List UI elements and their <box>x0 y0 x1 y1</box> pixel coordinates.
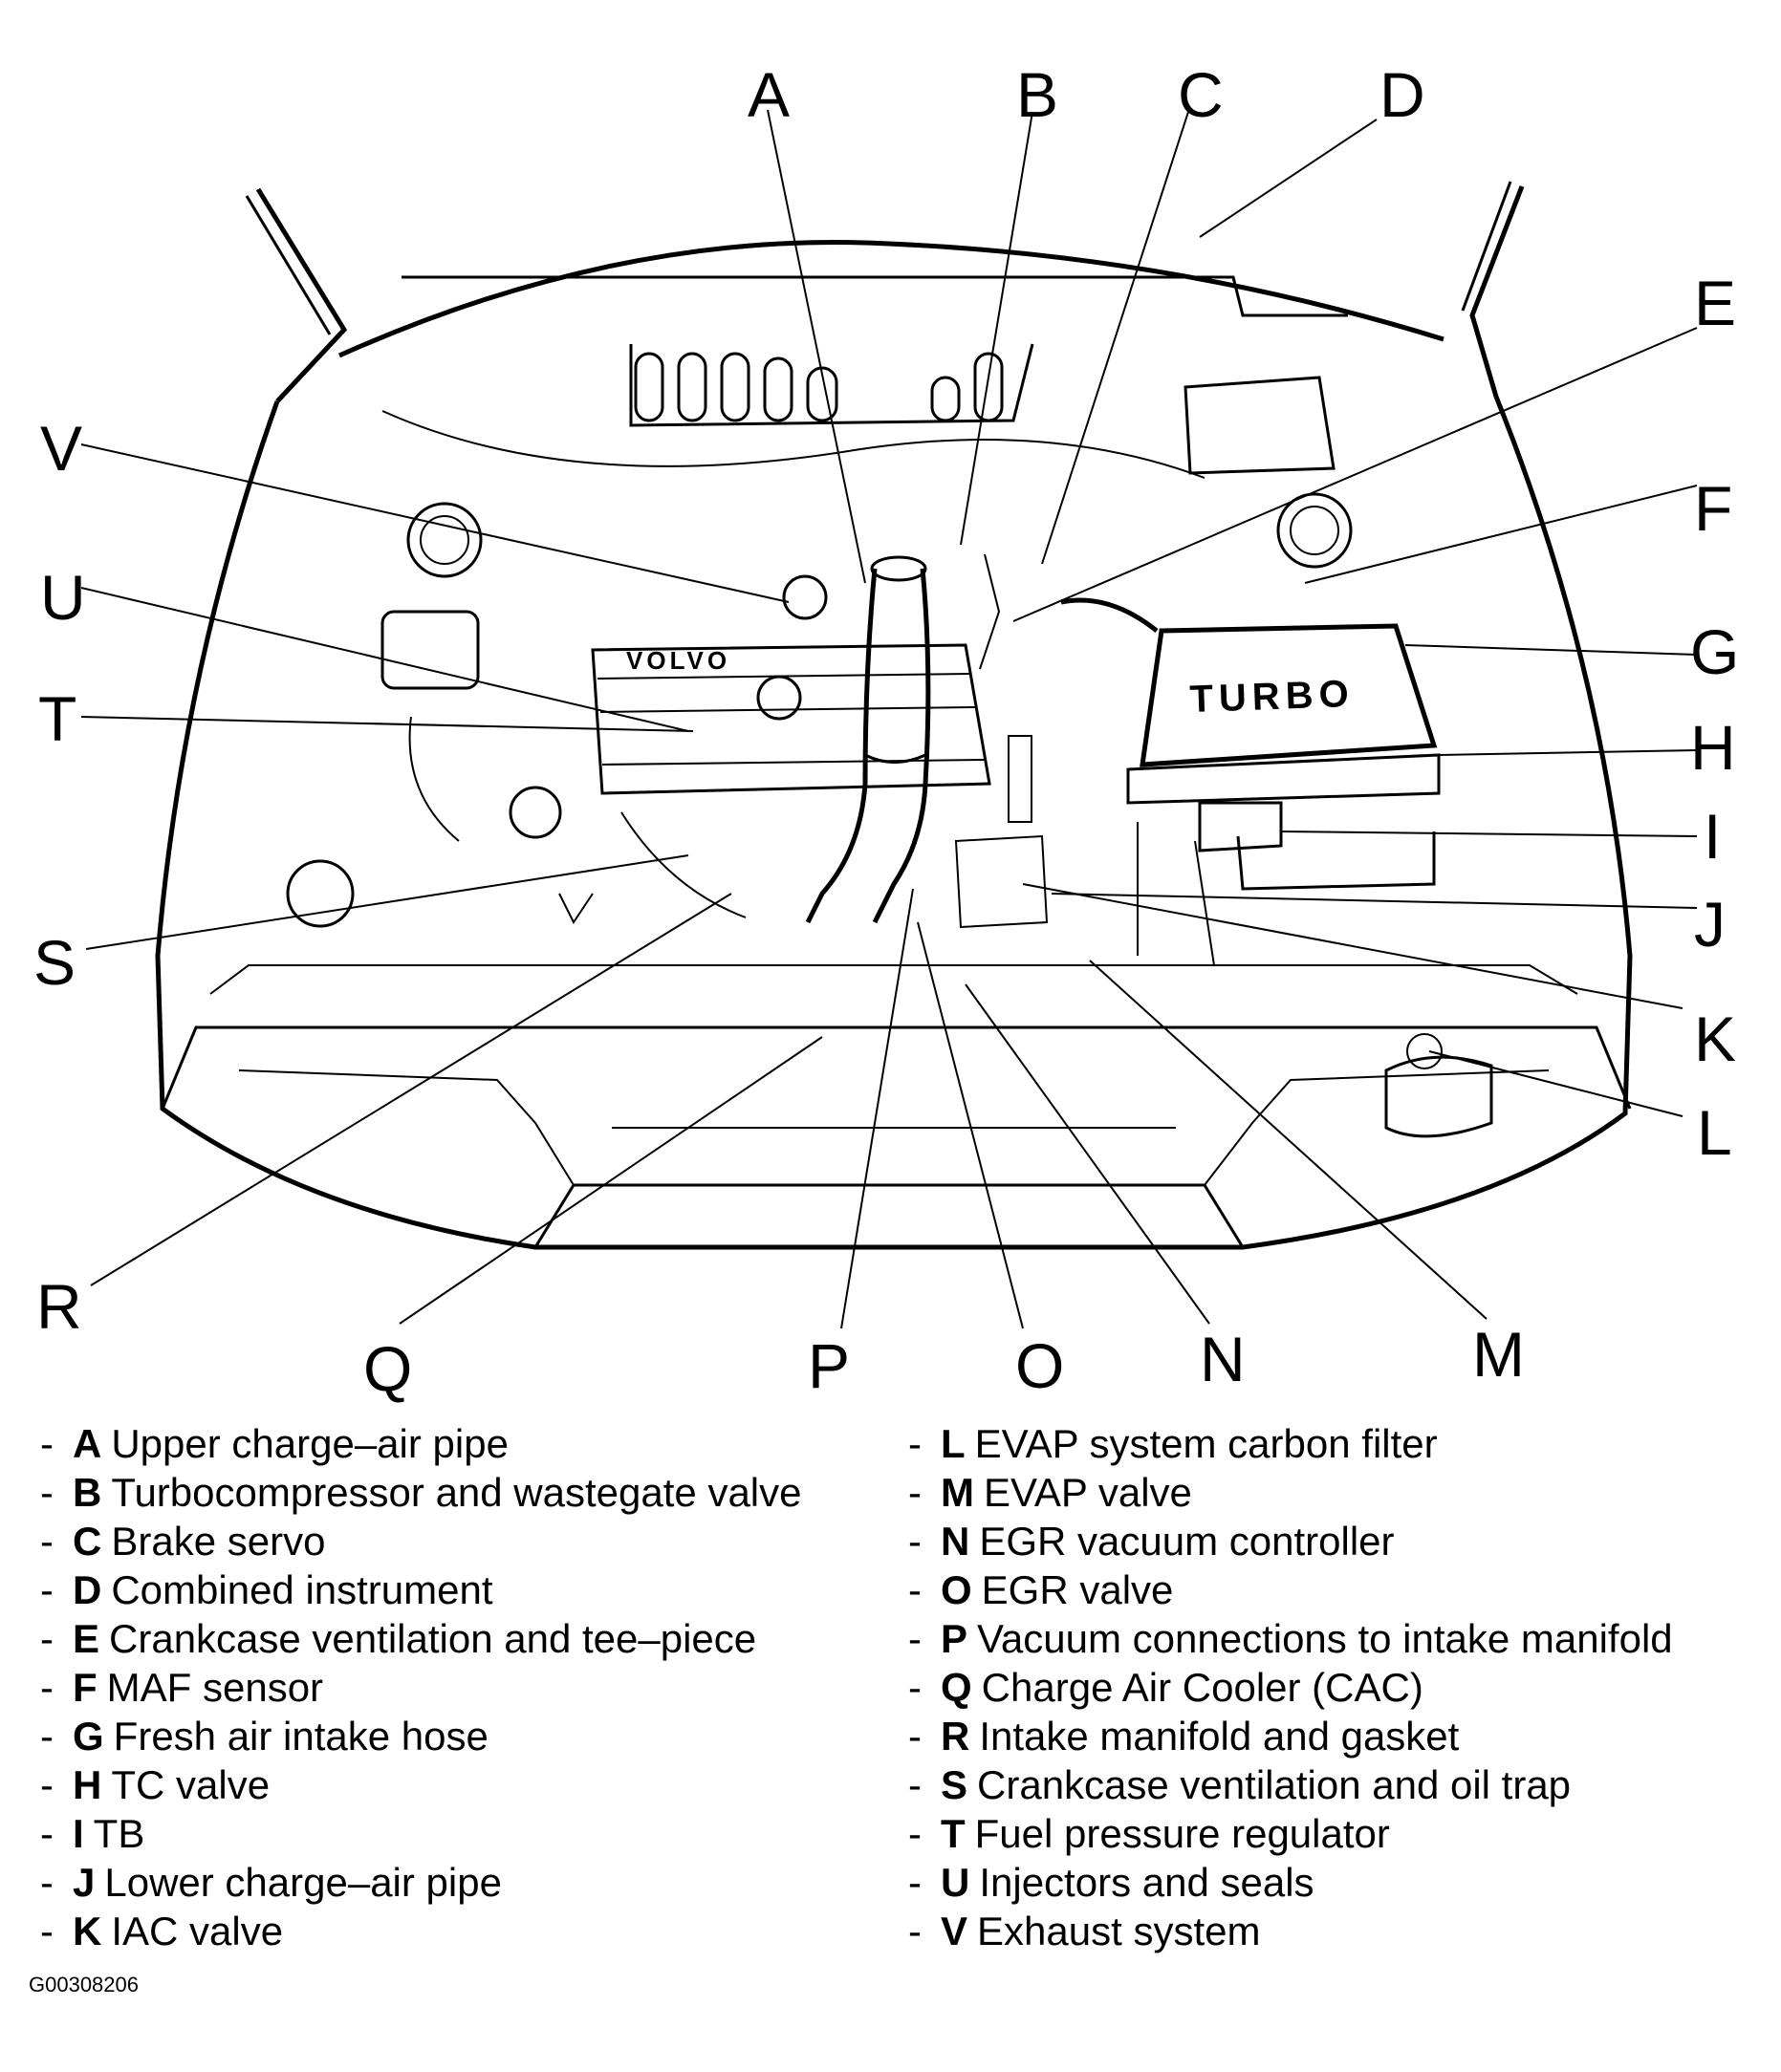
leader-e <box>1012 327 1698 622</box>
turbo-cover: TURBO <box>1060 597 1441 891</box>
valve-cover-logo: VOLVO <box>626 646 730 675</box>
valve-cover: VOLVO <box>591 574 991 795</box>
callout-h: H <box>1690 712 1736 783</box>
callout-i: I <box>1704 801 1721 872</box>
callout-u: U <box>40 562 86 633</box>
callout-j: J <box>1694 889 1726 960</box>
callout-q: Q <box>363 1333 412 1404</box>
callout-c: C <box>1178 59 1224 130</box>
callout-n: N <box>1200 1324 1246 1394</box>
callout-t: T <box>38 683 76 754</box>
leader-k <box>1022 883 1683 1009</box>
leader-r <box>90 893 732 1286</box>
leader-m <box>1089 960 1488 1320</box>
callout-r: R <box>36 1271 82 1342</box>
leader-lines <box>80 109 1698 1329</box>
hood-outline <box>245 181 1525 403</box>
engine-detail <box>209 553 1578 995</box>
callout-m: M <box>1472 1319 1525 1390</box>
cowl-vents <box>381 275 1348 479</box>
callout-f: F <box>1694 473 1732 544</box>
leader-t <box>80 716 694 732</box>
leader-j <box>1051 893 1698 909</box>
leader-o <box>917 921 1024 1329</box>
callout-e: E <box>1694 268 1736 338</box>
callout-s: S <box>33 927 76 998</box>
body-outline <box>155 396 1633 1250</box>
turbo-cover-logo: TURBO <box>1189 673 1356 721</box>
cowl-outline <box>337 240 1444 358</box>
callout-p: P <box>808 1330 850 1401</box>
charge-air-pipe <box>805 555 931 924</box>
leader-v <box>80 443 790 603</box>
callout-k: K <box>1694 1004 1736 1074</box>
callout-d: D <box>1379 59 1425 130</box>
figure-id: G00308206 <box>29 1973 139 1996</box>
leader-n <box>965 983 1210 1325</box>
leader-l <box>1428 1050 1683 1117</box>
leader-q <box>399 1036 823 1325</box>
callout-v: V <box>40 413 82 484</box>
callout-o: O <box>1015 1330 1064 1401</box>
leader-i <box>1280 831 1698 837</box>
leader-h <box>1438 749 1698 756</box>
engine-bay-diagram: VOLVO TURBO <box>33 59 1739 1404</box>
leader-u <box>80 587 689 732</box>
reservoirs <box>286 492 1493 1138</box>
leader-b <box>960 111 1033 546</box>
callout-b: B <box>1016 59 1058 130</box>
leader-d <box>1199 119 1378 238</box>
leader-s <box>85 854 689 950</box>
callout-l: L <box>1697 1097 1732 1168</box>
leader-g <box>1404 644 1698 656</box>
leader-f <box>1304 485 1698 584</box>
leader-a <box>767 109 866 584</box>
callout-g: G <box>1690 616 1739 687</box>
callout-a: A <box>748 59 790 130</box>
leader-c <box>1041 111 1189 565</box>
callout-labels: A B C D E F G H I J K L M N O P Q R S T … <box>33 59 1739 1404</box>
leader-p <box>840 888 914 1329</box>
